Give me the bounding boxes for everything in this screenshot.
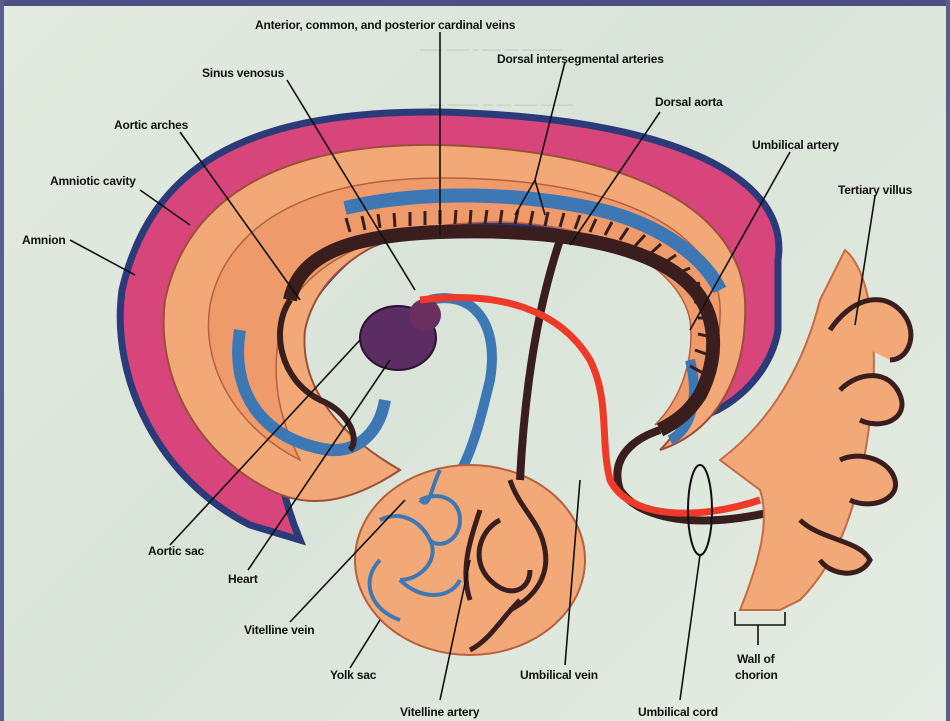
label-wall-of-chorion-2: chorion xyxy=(735,668,778,682)
sinus-venosus xyxy=(409,299,441,331)
label-amniotic-cavity: Amniotic cavity xyxy=(50,174,136,188)
label-aortic-arches: Aortic arches xyxy=(114,118,188,132)
label-aortic-sac: Aortic sac xyxy=(148,544,204,558)
label-heart: Heart xyxy=(228,572,258,586)
label-vitelline-vein: Vitelline vein xyxy=(244,623,314,637)
label-dorsal-intersegmental-arteries: Dorsal intersegmental arteries xyxy=(497,52,664,66)
label-umbilical-vein: Umbilical vein xyxy=(520,668,598,682)
label-tertiary-villus: Tertiary villus xyxy=(838,183,912,197)
label-dorsal-aorta: Dorsal aorta xyxy=(655,95,723,109)
label-sinus-venosus: Sinus venosus xyxy=(202,66,284,80)
label-wall-of-chorion-1: Wall of xyxy=(737,652,774,666)
label-yolk-sac: Yolk sac xyxy=(330,668,376,682)
dorsal-aorta xyxy=(290,231,713,430)
label-cardinal-veins: Anterior, common, and posterior cardinal… xyxy=(255,18,515,32)
label-vitelline-artery: Vitelline artery xyxy=(400,705,479,719)
vitelline-artery xyxy=(520,240,560,480)
label-umbilical-artery: Umbilical artery xyxy=(752,138,839,152)
label-umbilical-cord: Umbilical cord xyxy=(638,705,718,719)
label-amnion: Amnion xyxy=(22,233,65,247)
